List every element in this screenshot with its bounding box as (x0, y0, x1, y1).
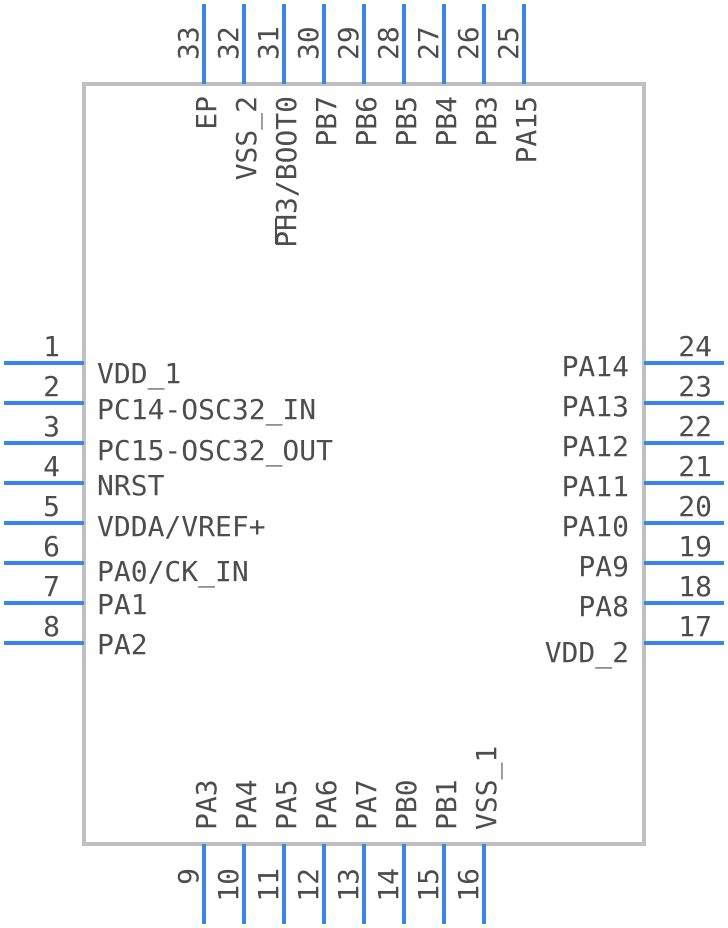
pin-label: PA6 (310, 779, 343, 830)
pin-label: PA9 (578, 550, 629, 583)
pin-number: 23 (678, 370, 712, 403)
pin-number: 7 (43, 570, 60, 603)
pin-number: 27 (412, 26, 445, 60)
pin-13: 13 PA7 (332, 779, 383, 924)
pin-number: 9 (172, 868, 205, 885)
pin-number: 8 (43, 610, 60, 643)
pin-number: 21 (678, 450, 712, 483)
pin-label: PA8 (578, 590, 629, 623)
pin-11: 11 PA5 (252, 779, 303, 924)
pin-16: 16 VSS_1 (452, 746, 504, 924)
pin-number: 33 (172, 26, 205, 60)
pin-label: PA10 (562, 510, 629, 543)
pin-12: 12 PA6 (292, 779, 343, 924)
pin-number: 25 (492, 26, 525, 60)
pin-label: VDDA/VREF+ (97, 510, 266, 543)
pin-label: VDD_2 (545, 636, 629, 670)
pin-label: PC14-OSC32_IN (97, 393, 316, 427)
pin-label: PA12 (562, 430, 629, 463)
pin-label: VDD_1 (97, 357, 181, 391)
pin-number: 26 (452, 26, 485, 60)
pin-number: 16 (452, 868, 485, 902)
pin-number: 4 (43, 450, 60, 483)
pin-label: PB5 (390, 96, 423, 147)
pin-number: 3 (43, 410, 60, 443)
pin-9: 9 PA3 (172, 779, 223, 924)
pin-label: PH3/BOOT0 (270, 96, 303, 248)
pin-label: PA15 (510, 96, 543, 163)
pin-label: PA1 (97, 588, 148, 621)
pin-label: PB0 (390, 779, 423, 830)
pin-number: 12 (292, 868, 325, 902)
pin-number: 28 (372, 26, 405, 60)
pin-number: 6 (43, 530, 60, 563)
pin-label: PB7 (310, 96, 343, 147)
pin-label: PC15-OSC32_OUT (97, 434, 333, 468)
pin-number: 32 (212, 26, 245, 60)
pin-number: 17 (678, 610, 712, 643)
pin-number: 2 (43, 370, 60, 403)
pin-label: PA0/CK_IN (97, 555, 249, 589)
pin-number: 19 (678, 530, 712, 563)
pin-number: 22 (678, 410, 712, 443)
pin-15: 15 PB1 (412, 779, 463, 924)
pin-label: PA11 (562, 470, 629, 503)
pin-number: 31 (252, 26, 285, 60)
pin-label: PB1 (430, 779, 463, 830)
pin-label: PA2 (97, 628, 148, 661)
pin-label: PA3 (190, 779, 223, 830)
pin-number: 20 (678, 490, 712, 523)
pin-label: PA7 (350, 779, 383, 830)
pin-label: PA13 (562, 390, 629, 423)
pin-number: 5 (43, 490, 60, 523)
pin-label: EP (190, 96, 223, 130)
pin-label: VSS_1 (470, 746, 504, 830)
pin-number: 30 (292, 26, 325, 60)
pin-number: 18 (678, 570, 712, 603)
pin-number: 10 (212, 868, 245, 902)
pin-number: 13 (332, 868, 365, 902)
pin-label: PA4 (230, 779, 263, 830)
pin-label: PB3 (470, 96, 503, 147)
pin-label: NRST (97, 469, 165, 502)
pin-number: 1 (43, 330, 60, 363)
pin-number: 24 (678, 330, 712, 363)
pin-number: 29 (332, 26, 365, 60)
pin-label: PA14 (562, 350, 629, 383)
pin-label: VSS_2 (230, 96, 264, 180)
pin-number: 15 (412, 868, 445, 902)
pin-number: 11 (252, 868, 285, 902)
pin-14: 14 PB0 (372, 779, 423, 924)
pin-label: PB4 (430, 96, 463, 147)
pin-label: PA5 (270, 779, 303, 830)
pin-10: 10 PA4 (212, 779, 263, 924)
pin-number: 14 (372, 868, 405, 902)
pin-label: PB6 (350, 96, 383, 147)
